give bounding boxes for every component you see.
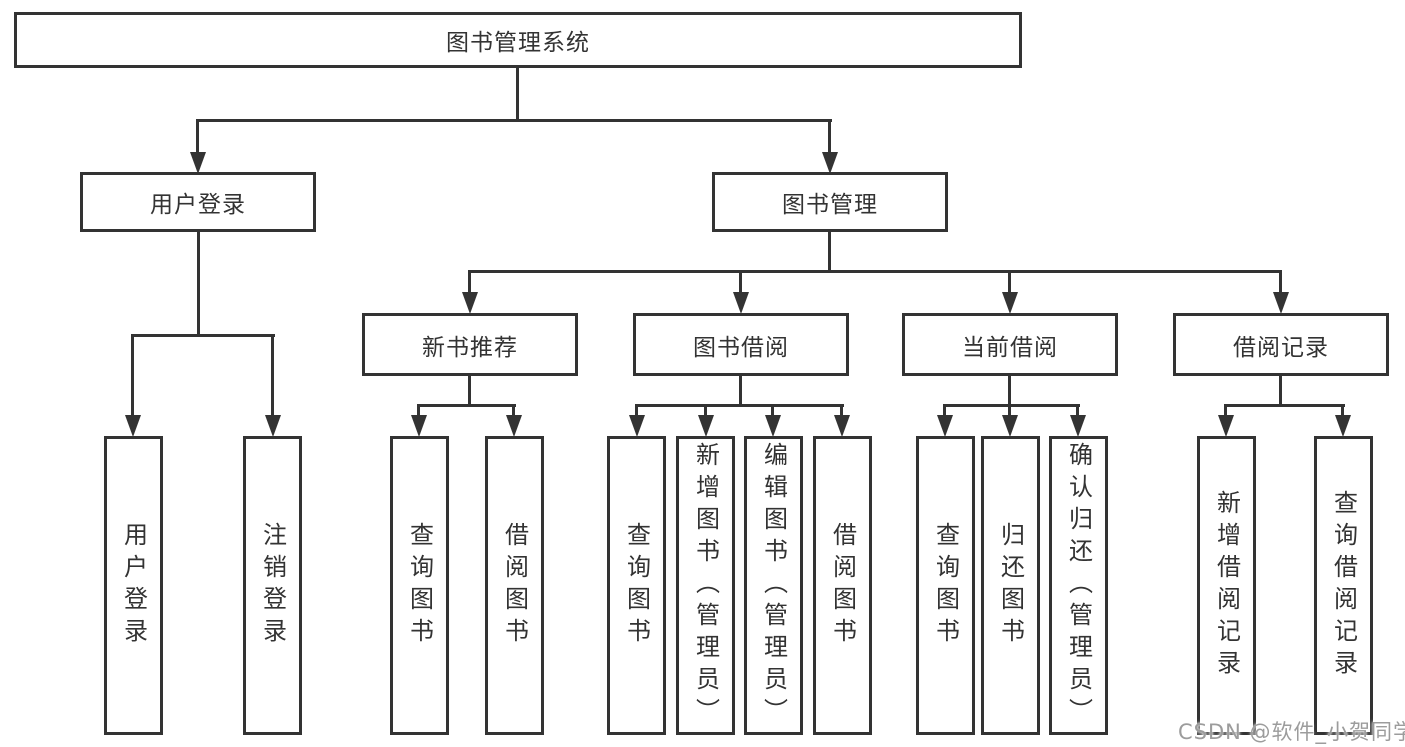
- connector-line: [271, 334, 274, 418]
- arrowhead-down-icon: [190, 152, 206, 174]
- connector-line: [468, 270, 1282, 273]
- node-user-login-branch: 用户登录: [80, 172, 316, 232]
- leaf-logout: 注销登录: [243, 436, 302, 735]
- arrowhead-down-icon: [822, 152, 838, 174]
- leaf-borrow-books: 借阅图书: [813, 436, 872, 735]
- arrowhead-down-icon: [265, 415, 281, 437]
- arrowhead-down-icon: [1273, 292, 1289, 314]
- node-book-borrowing: 图书借阅: [633, 313, 849, 376]
- connector-line: [704, 404, 707, 418]
- arrowhead-down-icon: [629, 415, 645, 437]
- connector-line: [197, 232, 200, 337]
- connector-line: [828, 119, 831, 155]
- connector-line: [635, 404, 844, 407]
- connector-line: [1008, 404, 1011, 418]
- leaf-user-login: 用户登录: [104, 436, 163, 735]
- arrowhead-down-icon: [698, 415, 714, 437]
- connector-line: [1224, 404, 1227, 418]
- connector-line: [468, 376, 471, 407]
- leaf-query-books-borrowing: 查询图书: [607, 436, 666, 735]
- connector-line: [512, 404, 515, 418]
- connector-line: [828, 232, 831, 273]
- connector-line: [131, 334, 275, 337]
- arrowhead-down-icon: [462, 292, 478, 314]
- leaf-add-borrow-record: 新增借阅记录: [1197, 436, 1256, 735]
- arrowhead-down-icon: [733, 292, 749, 314]
- leaf-return-books: 归还图书: [981, 436, 1040, 735]
- connector-line: [1076, 404, 1079, 418]
- connector-line: [943, 404, 946, 418]
- leaf-add-books-admin: 新增图书（管理员）: [676, 436, 735, 735]
- connector-line: [840, 404, 843, 418]
- arrowhead-down-icon: [506, 415, 522, 437]
- leaf-query-borrow-record: 查询借阅记录: [1314, 436, 1373, 735]
- connector-line: [635, 404, 638, 418]
- connector-line: [131, 334, 134, 418]
- node-current-borrowing: 当前借阅: [902, 313, 1118, 376]
- leaf-confirm-return-admin: 确认归还（管理员）: [1049, 436, 1108, 735]
- connector-line: [739, 270, 742, 295]
- connector-line: [1224, 404, 1345, 407]
- arrowhead-down-icon: [765, 415, 781, 437]
- leaf-query-books-recommend: 查询图书: [390, 436, 449, 735]
- connector-line: [516, 68, 519, 121]
- connector-line: [1279, 270, 1282, 295]
- connector-line: [1008, 376, 1011, 407]
- arrowhead-down-icon: [834, 415, 850, 437]
- node-borrowing-records: 借阅记录: [1173, 313, 1389, 376]
- csdn-watermark: CSDN @软件_小贺同学: [1178, 720, 1405, 744]
- connector-line: [739, 376, 742, 407]
- arrowhead-down-icon: [1218, 415, 1234, 437]
- connector-line: [196, 119, 199, 155]
- connector-line: [1279, 376, 1282, 407]
- connector-line: [943, 404, 1080, 407]
- connector-line: [417, 404, 420, 418]
- arrowhead-down-icon: [937, 415, 953, 437]
- connector-line: [196, 119, 832, 122]
- node-library-system: 图书管理系统: [14, 12, 1022, 68]
- node-book-management-branch: 图书管理: [712, 172, 948, 232]
- arrowhead-down-icon: [1335, 415, 1351, 437]
- node-new-book-recommendation: 新书推荐: [362, 313, 578, 376]
- arrowhead-down-icon: [1002, 292, 1018, 314]
- arrowhead-down-icon: [411, 415, 427, 437]
- arrowhead-down-icon: [125, 415, 141, 437]
- connector-line: [417, 404, 516, 407]
- connector-line: [468, 270, 471, 295]
- connector-line: [1341, 404, 1344, 418]
- leaf-borrow-books-recommend: 借阅图书: [485, 436, 544, 735]
- leaf-query-books-current: 查询图书: [916, 436, 975, 735]
- leaf-edit-books-admin: 编辑图书（管理员）: [744, 436, 803, 735]
- arrowhead-down-icon: [1002, 415, 1018, 437]
- connector-line: [1008, 270, 1011, 295]
- connector-line: [771, 404, 774, 418]
- arrowhead-down-icon: [1070, 415, 1086, 437]
